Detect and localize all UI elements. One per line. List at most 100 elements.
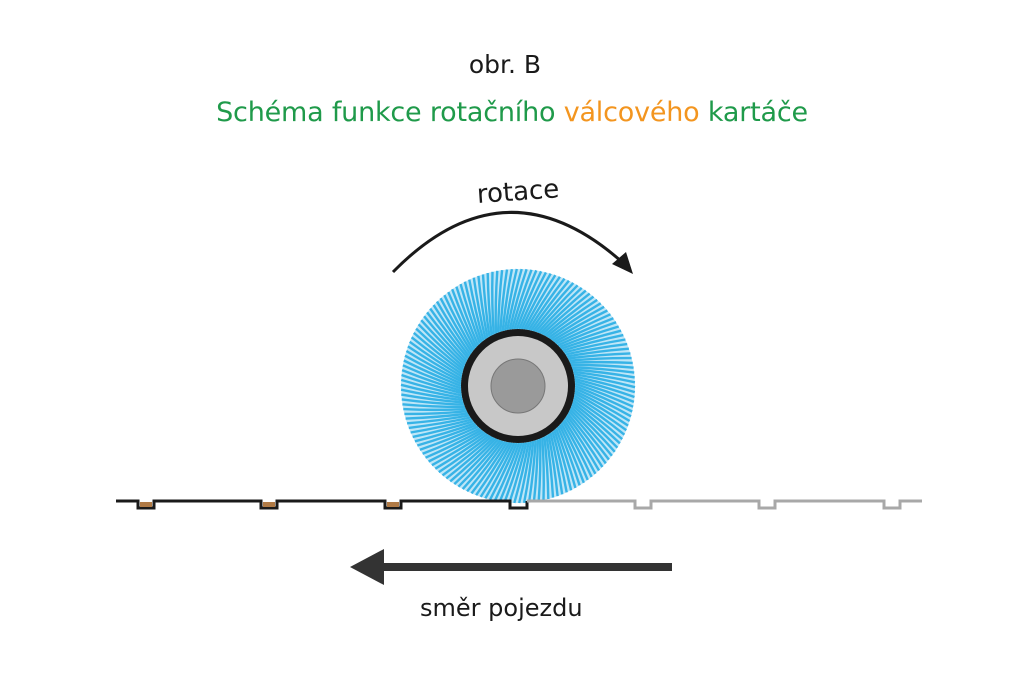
bristle: [556, 426, 581, 486]
bristle: [551, 431, 568, 493]
bristle: [573, 370, 636, 384]
bristle: [510, 269, 533, 330]
bristle: [539, 289, 587, 335]
bristle: [569, 408, 613, 457]
bristle: [443, 294, 475, 352]
bristle: [455, 286, 480, 346]
bristle: [570, 363, 634, 369]
bristle: [453, 438, 499, 485]
bristle: [513, 441, 530, 504]
bristle: [475, 441, 511, 496]
bristle: [470, 441, 509, 495]
bristle: [508, 268, 528, 330]
bristle: [503, 442, 526, 503]
bristle: [404, 354, 462, 385]
bristle: [574, 377, 635, 399]
bristle: [434, 433, 489, 470]
bristle: [410, 336, 463, 376]
bristle: [527, 277, 566, 331]
bristle: [532, 439, 540, 503]
bristle: [543, 436, 550, 500]
bristle: [532, 282, 575, 332]
bristle: [481, 274, 491, 337]
bristle: [518, 271, 547, 330]
bristle: [571, 403, 619, 449]
bristle: [565, 414, 604, 468]
bristle: [547, 433, 559, 497]
bristle: [522, 274, 557, 330]
bristle: [515, 270, 543, 330]
bristle: [449, 437, 497, 483]
bristle: [445, 436, 495, 480]
bristle: [571, 366, 635, 374]
bristle: [484, 442, 516, 500]
bristle: [568, 356, 632, 362]
bristle: [400, 383, 463, 400]
direction-arrow-icon: [350, 549, 672, 585]
bristle: [435, 300, 472, 356]
bristle: [522, 440, 535, 504]
bristle: [527, 440, 537, 503]
bristle: [545, 298, 598, 338]
bristle: [565, 342, 628, 356]
bristle: [554, 427, 577, 489]
bristle: [498, 442, 523, 503]
debris-1: [140, 502, 152, 507]
bristle: [574, 389, 631, 423]
bristle: [570, 360, 633, 365]
bristle: [451, 288, 478, 348]
bristle: [479, 442, 514, 498]
bristle: [400, 378, 463, 397]
bristle: [560, 422, 589, 481]
bristle: [573, 372, 636, 389]
bristle: [447, 291, 476, 350]
bristle: [428, 430, 485, 463]
title-part-1: Schéma funkce rotačního: [216, 97, 564, 128]
bristle: [571, 401, 621, 445]
bristle: [549, 305, 605, 341]
bristle: [501, 268, 514, 332]
bristle: [545, 435, 555, 498]
bristle: [432, 304, 471, 358]
bristle: [468, 279, 485, 341]
bristle: [525, 276, 561, 331]
bristle: [415, 327, 465, 371]
bristle: [420, 319, 466, 366]
figure-label: obr. B: [468, 50, 542, 79]
bristle: [563, 338, 626, 354]
debris-3: [387, 502, 399, 507]
bristle: [400, 388, 463, 402]
bristle: [549, 432, 564, 495]
bristle: [563, 418, 597, 475]
bristle: [574, 384, 633, 413]
bristle: [574, 382, 634, 408]
bristle: [472, 277, 487, 340]
bristle: [570, 406, 616, 453]
bristle: [441, 435, 493, 477]
surface: [116, 499, 922, 510]
bristle: [401, 398, 465, 406]
bristle: [413, 331, 464, 373]
bristle: [541, 437, 545, 501]
title-part-3: kartáče: [699, 97, 808, 128]
bristle: [494, 270, 499, 334]
bristle: [459, 283, 482, 345]
bristle: [466, 440, 506, 493]
bristle: [496, 269, 504, 333]
bristle: [518, 441, 533, 504]
bristle: [477, 275, 489, 339]
bristle: [530, 279, 570, 332]
bristle: [562, 333, 624, 352]
bristle: [431, 431, 487, 467]
bristle: [463, 281, 483, 343]
bristle: [425, 428, 483, 459]
bristle: [423, 315, 467, 364]
bristle: [573, 375, 636, 394]
bristle: [553, 429, 573, 491]
bristle: [558, 424, 585, 484]
diagram-title: Schéma funkce rotačního válcového kartáč…: [0, 97, 1024, 128]
bristle: [573, 396, 626, 436]
bristle: [414, 422, 476, 443]
bristle: [534, 284, 579, 333]
